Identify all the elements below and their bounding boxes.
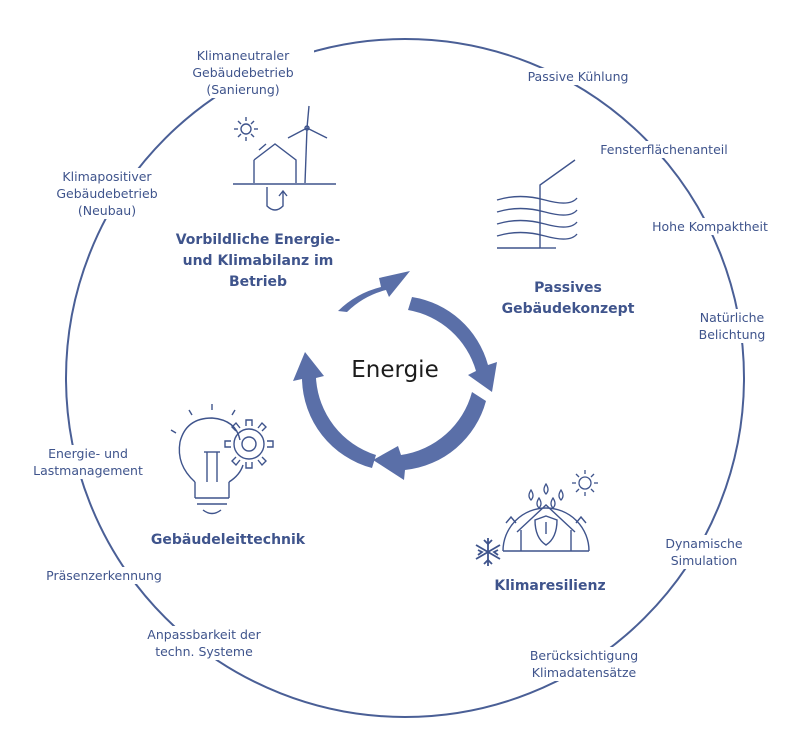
ring-label-passive-kuehlung: Passive Kühlung — [514, 68, 642, 85]
ring-label-line: Dynamische — [665, 536, 743, 551]
rain-icon — [528, 482, 564, 509]
ring-label-line: Energie- und — [48, 446, 128, 461]
ring-label-lastmanagement: Energie- und Lastmanagement — [22, 445, 154, 479]
section-title-line: Klimaresilienz — [494, 578, 606, 594]
cycle-arrow-right — [408, 297, 497, 392]
ring-label-klimadaten: Berücksichtigung Klimadatensätze — [516, 647, 652, 681]
cycle-arrows — [293, 271, 497, 480]
section-title-line: Gebäudeleittechnik — [150, 532, 306, 548]
cycle-arrow-bottom — [373, 392, 486, 480]
section-title-line: Betrieb — [228, 274, 288, 290]
section-title-passiv: Passives Gebäudekonzept — [498, 278, 638, 320]
wind-turbine-icon — [287, 105, 328, 184]
section-title-line: und Klimabilanz im — [182, 253, 334, 269]
shield-house-icon — [502, 504, 590, 552]
ring-label-line: Simulation — [670, 553, 738, 568]
outer-ring — [65, 38, 745, 718]
cycle-arrow-top — [338, 271, 410, 312]
section-title-resilienz: Klimaresilienz — [490, 576, 610, 597]
ring-label-klimapositiv: Klimapositiver Gebäudebetrieb (Neubau) — [40, 168, 174, 219]
ring-label-line: techn. Systeme — [155, 644, 253, 659]
section-title-betrieb: Vorbildliche Energie- und Klimabilanz im… — [168, 230, 348, 293]
ring-label-line: Natürliche — [699, 310, 765, 325]
section-title-line: Gebäudekonzept — [501, 301, 635, 317]
sun-icon — [572, 470, 598, 496]
section-title-line: Vorbildliche Energie- — [175, 232, 341, 248]
ring-label-line: Klimapositiver — [62, 169, 152, 184]
lightbulb-icon — [170, 404, 244, 515]
heat-exchange-icon — [266, 187, 288, 211]
section-title-leittechnik: Gebäudeleittechnik — [148, 530, 308, 551]
gear-icon — [224, 419, 274, 469]
ring-label-simulation: Dynamische Simulation — [650, 535, 758, 569]
ring-label-line: Gebäudebetrieb — [192, 65, 294, 80]
ring-label-anpassbarkeit: Anpassbarkeit der techn. Systeme — [130, 626, 278, 660]
ring-label-line: Lastmanagement — [33, 463, 143, 478]
ring-label-line: (Sanierung) — [206, 82, 280, 97]
house-icon — [233, 143, 336, 185]
center-label: Energie — [351, 357, 439, 383]
section-title-line: Passives — [534, 280, 602, 296]
snowflake-icon — [475, 538, 501, 566]
ring-label-fensterflaechen: Fensterflächenanteil — [588, 141, 740, 158]
cycle-arrow-left — [293, 352, 376, 468]
ring-label-line: Belichtung — [698, 327, 766, 342]
ring-label-line: (Neubau) — [77, 203, 137, 218]
ring-label-line: Präsenzerkennung — [46, 568, 162, 583]
ring-label-line: Hohe Kompaktheit — [652, 219, 768, 234]
ring-label-line: Klimaneutraler — [196, 48, 290, 63]
ring-label-praesenz: Präsenzerkennung — [34, 567, 174, 584]
ring-label-kompaktheit: Hohe Kompaktheit — [640, 218, 780, 235]
ring-label-line: Gebäudebetrieb — [56, 186, 158, 201]
ring-label-line: Berücksichtigung — [529, 648, 639, 663]
ring-label-line: Klimadatensätze — [531, 665, 637, 680]
ring-label-line: Anpassbarkeit der — [147, 627, 261, 642]
ring-label-belichtung: Natürliche Belichtung — [684, 309, 780, 343]
wind-wall-icon — [496, 159, 578, 249]
ring-label-line: Passive Kühlung — [527, 69, 629, 84]
sun-icon — [234, 117, 258, 141]
ring-label-klimaneutral: Klimaneutraler Gebäudebetrieb (Sanierung… — [172, 47, 314, 98]
ring-label-line: Fensterflächenanteil — [600, 142, 728, 157]
